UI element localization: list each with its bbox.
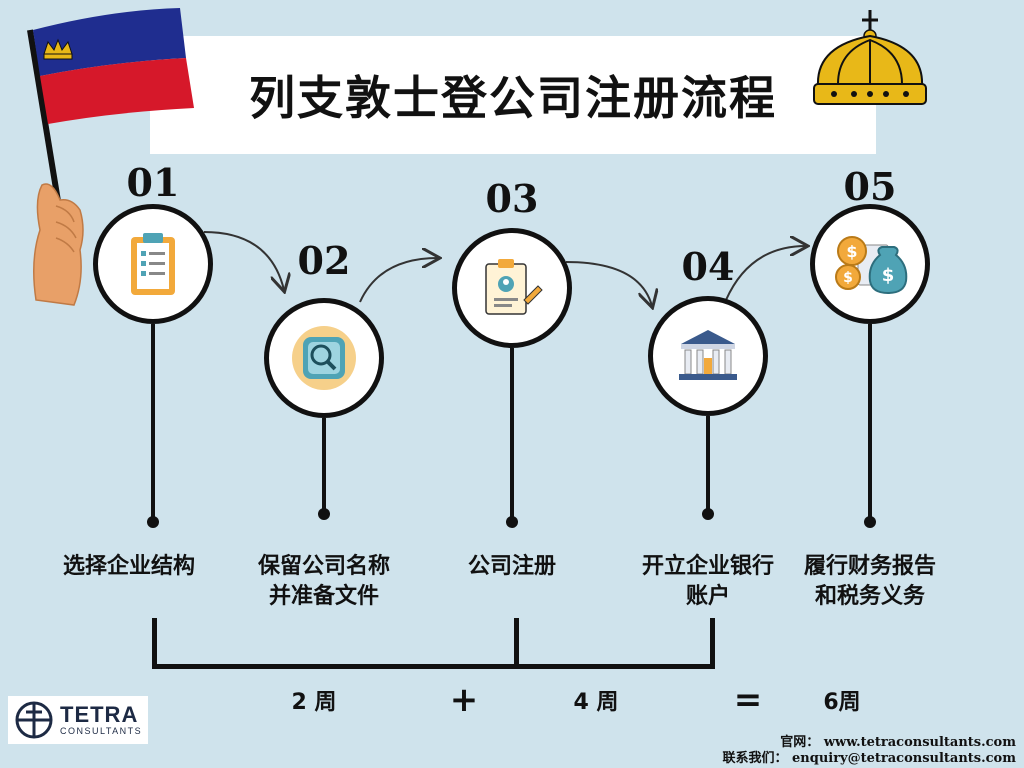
step-label-line: 履行财务报告 — [803, 554, 936, 579]
step-label-line: 账户 — [685, 584, 730, 609]
website-line: 官网： www.tetraconsultants.com — [780, 735, 1016, 750]
step-label: 公司注册 — [417, 552, 607, 582]
step-label: 选择企业结构 — [34, 552, 224, 582]
timeline-bracket — [152, 664, 715, 669]
step-label: 开立企业银行 账户 — [613, 552, 803, 612]
step-dot — [702, 508, 714, 520]
step-label-line: 公司注册 — [467, 554, 556, 579]
step-label: 保留公司名称 并准备文件 — [229, 552, 419, 612]
liechtenstein-flag-icon — [27, 8, 194, 306]
step-number: 04 — [681, 244, 735, 289]
magnifier-icon — [292, 326, 356, 390]
bank-building-icon — [679, 330, 737, 380]
step-number: 05 — [843, 164, 897, 209]
tetra-logo-icon — [15, 701, 53, 739]
step-dot — [864, 516, 876, 528]
brand-name: TETRA — [60, 702, 139, 727]
step-label-line: 开立企业银行 — [641, 554, 774, 579]
step-stem — [151, 324, 155, 520]
step-stem — [322, 418, 326, 512]
step-stem — [510, 348, 514, 520]
step-circle — [452, 228, 572, 348]
step-label-line: 保留公司名称 — [257, 554, 390, 579]
step-label-line: 并准备文件 — [268, 584, 379, 609]
step-number: 02 — [297, 238, 351, 283]
clipboard-checklist-icon — [131, 233, 175, 295]
timeline-bracket — [710, 618, 715, 668]
money-bag-icon: $ $ $ — [835, 236, 908, 295]
duration-label: 4 周 — [573, 690, 619, 715]
brand-tagline: CONSULTANTS — [60, 726, 143, 736]
total-duration: 6周 — [823, 690, 861, 715]
step-circle — [93, 204, 213, 324]
title-panel — [150, 36, 876, 154]
page-title: 列支敦士登公司注册流程 — [249, 71, 777, 125]
step-stem — [706, 416, 710, 512]
step-circle — [264, 298, 384, 418]
step-circle: $ $ $ — [810, 204, 930, 324]
step-number: 01 — [126, 160, 180, 205]
timeline-bracket — [514, 618, 519, 668]
plus-sign: + — [449, 680, 479, 720]
brand-logo: TETRA CONSULTANTS — [8, 696, 148, 744]
duration-label: 2 周 — [291, 690, 337, 715]
email-line: 联系我们： enquiry@tetraconsultants.com — [722, 751, 1016, 766]
step-label-line: 选择企业结构 — [62, 554, 195, 579]
svg-text:$: $ — [882, 265, 895, 286]
svg-text:$: $ — [843, 270, 853, 286]
timeline-bracket — [152, 618, 157, 668]
step-label-line: 和税务义务 — [814, 584, 925, 609]
step-dot — [506, 516, 518, 528]
svg-text:$: $ — [846, 242, 857, 261]
crown-icon — [813, 10, 927, 105]
step-dot — [147, 516, 159, 528]
step-circle — [648, 296, 768, 416]
step-label: 履行财务报告 和税务义务 — [775, 552, 965, 612]
step-dot — [318, 508, 330, 520]
registration-form-icon — [485, 259, 543, 315]
step-number: 03 — [485, 176, 539, 221]
step-stem — [868, 324, 872, 520]
equals-sign: = — [733, 680, 763, 720]
